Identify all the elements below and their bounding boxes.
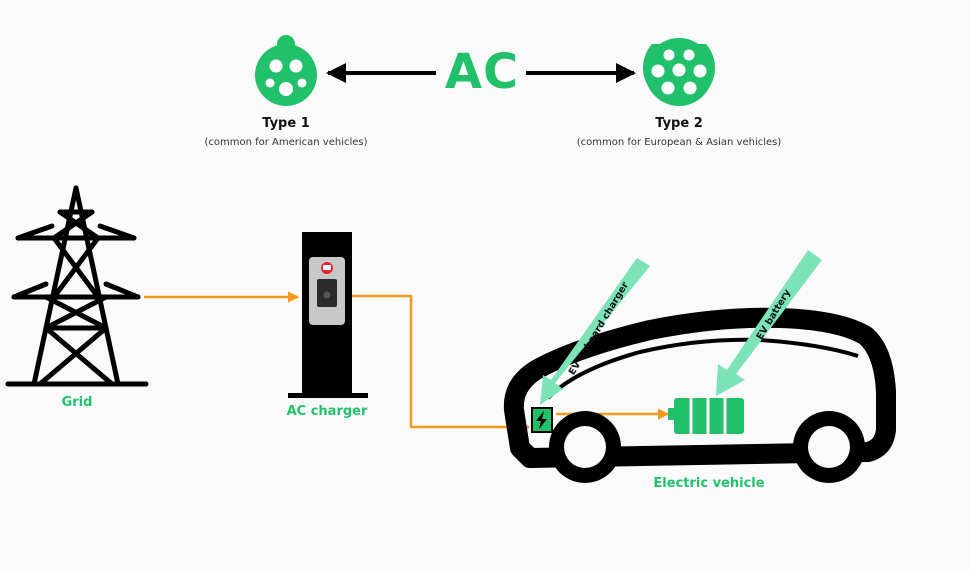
ac-title: AC bbox=[444, 44, 520, 100]
type1-name: Type 1 bbox=[262, 116, 310, 131]
type2-connector-icon bbox=[643, 38, 716, 106]
type2-name: Type 2 bbox=[655, 116, 703, 131]
electric-vehicle-label: Electric vehicle bbox=[653, 476, 765, 491]
ac-charger-label: AC charger bbox=[286, 404, 368, 419]
type1-note: (common for American vehicles) bbox=[204, 137, 368, 148]
transmission-tower-icon bbox=[5, 185, 149, 387]
grid-label: Grid bbox=[61, 395, 93, 410]
charger-to-car-flow bbox=[330, 294, 531, 433]
onboard-charger-icon bbox=[531, 407, 553, 433]
battery-callout-arrow bbox=[716, 250, 822, 396]
battery-icon bbox=[668, 398, 744, 434]
type2-note: (common for European & Asian vehicles) bbox=[576, 137, 782, 148]
type1-connector-icon bbox=[255, 35, 317, 106]
onboard-charger-callout-arrow bbox=[540, 258, 650, 405]
car-icon bbox=[503, 307, 896, 483]
charging-station-icon bbox=[288, 232, 368, 398]
